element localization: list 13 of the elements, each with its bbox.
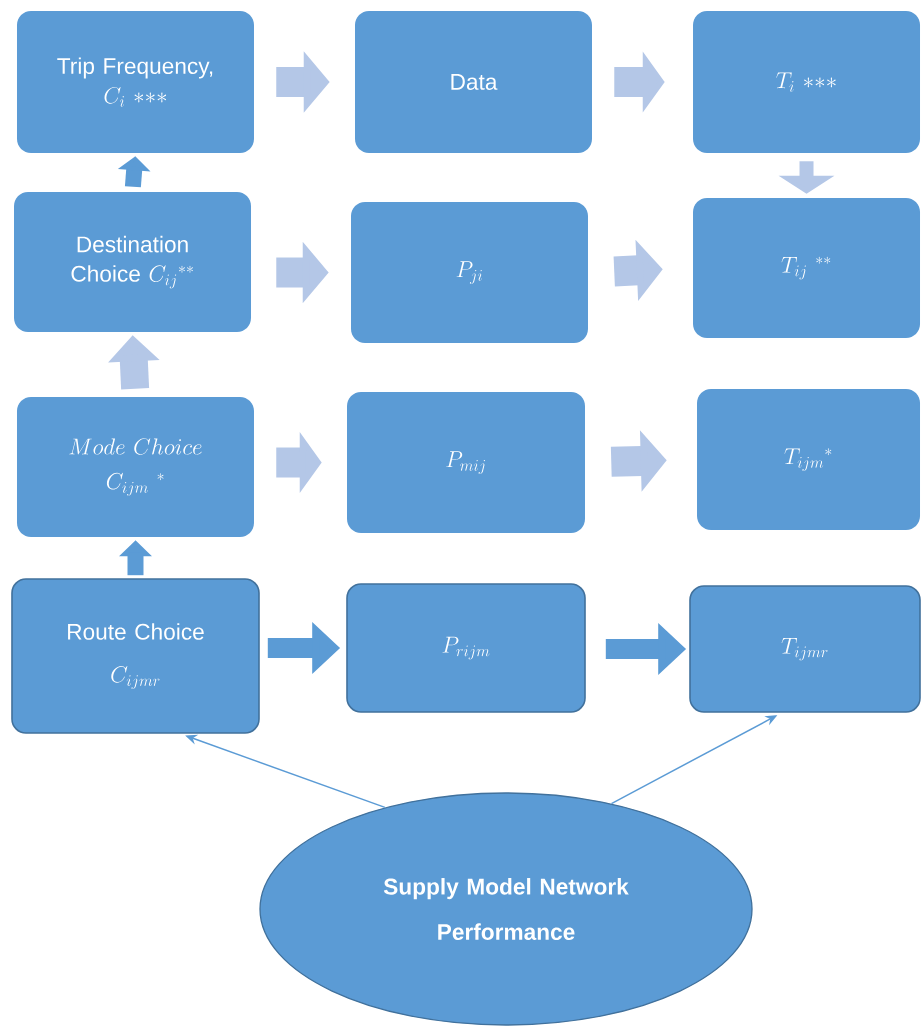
- process-box: Data: [355, 11, 592, 153]
- process-box: $P_{rijm}$: [346, 583, 586, 713]
- process-box: Route Choice $C_{ijmr}$: [11, 578, 260, 734]
- process-box: $T_{ij}\ {}^{**}$: [693, 198, 920, 338]
- process-box: $T_{ijmr}$: [689, 585, 921, 713]
- process-box: $Mode\ Choice$ $C_{ijm}\ {}^{*}$: [17, 397, 254, 537]
- process-box: $P_{ji}$: [351, 202, 588, 343]
- process-box: $T_{i}\ {*}{*}{*}$: [693, 11, 920, 153]
- process-box: $P_{mij}$: [347, 392, 585, 533]
- process-box: Destination Choice $C_{ij}{}^{**}$: [14, 192, 251, 332]
- process-box: $T_{ijm}{}^{*}$: [697, 389, 920, 530]
- process-box: Trip Frequency, $C_{i}\ {*}{*}{*}$: [17, 11, 254, 153]
- ellipse-node: Supply Model Network Performance: [259, 792, 753, 1026]
